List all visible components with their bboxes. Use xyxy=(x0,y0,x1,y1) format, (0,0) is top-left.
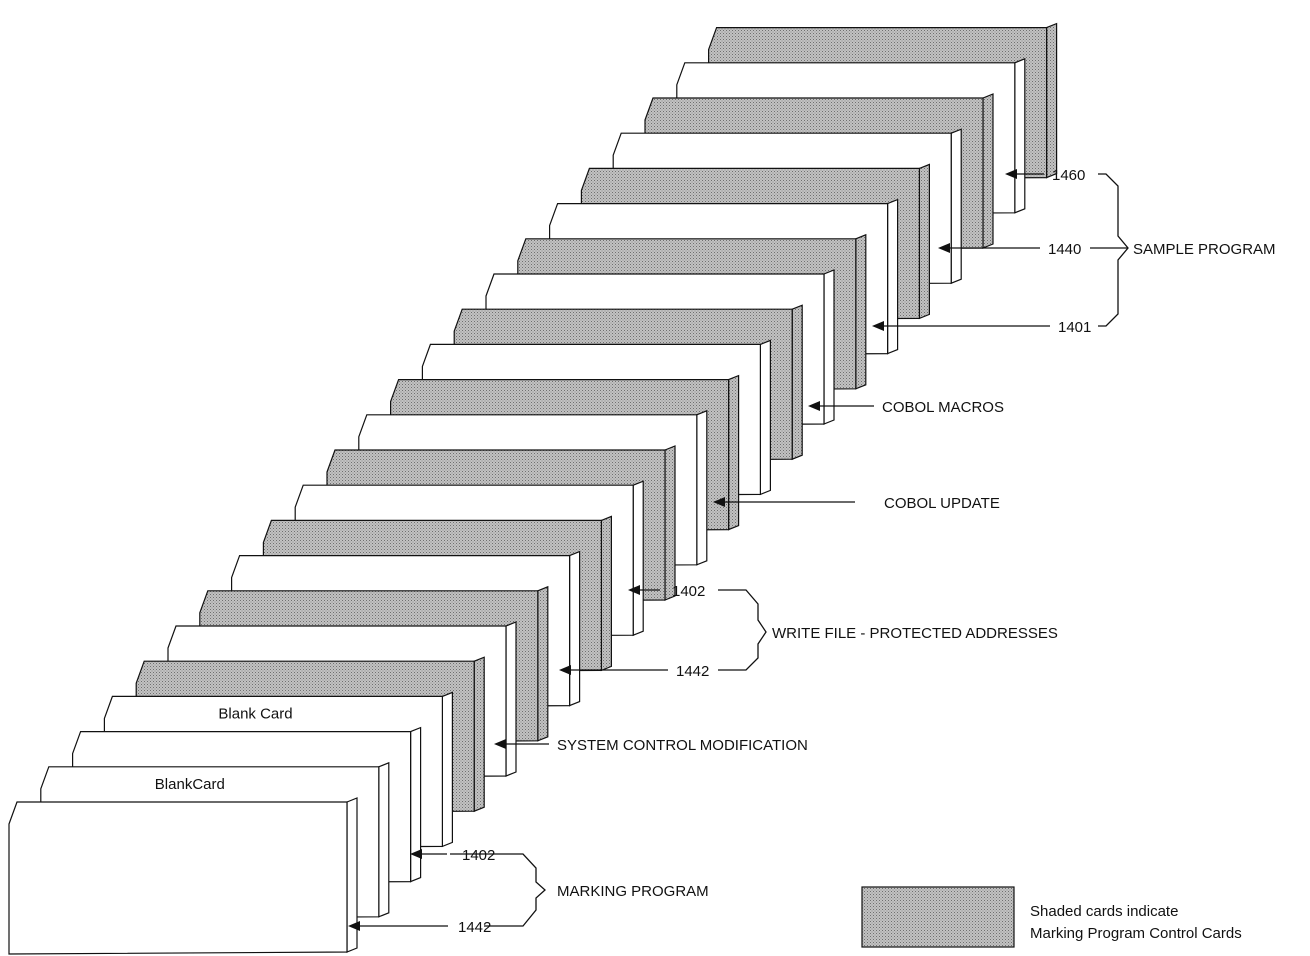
card-edge xyxy=(1045,22,1058,179)
write-file-group xyxy=(559,585,767,675)
sample-1460-code: 1460 xyxy=(1052,167,1085,184)
card-edge xyxy=(537,585,549,742)
cobol-macros-arrow xyxy=(808,401,874,411)
legend-line-1: Shaded cards indicate xyxy=(1030,903,1178,920)
cobol-update-label: COBOL UPDATE xyxy=(884,495,1000,512)
card-edge xyxy=(378,761,390,918)
card xyxy=(8,797,358,955)
system-control-arrow xyxy=(494,739,549,749)
card-edge xyxy=(727,374,740,531)
system-control-label: SYSTEM CONTROL MODIFICATION xyxy=(557,737,808,754)
card-edge xyxy=(568,550,581,707)
card-face xyxy=(8,801,348,955)
card-edge xyxy=(950,128,962,285)
card-edge xyxy=(823,269,835,425)
write-file-1442-code: 1442 xyxy=(676,663,709,680)
marking-1402-code: 1402 xyxy=(462,847,495,864)
card-edge xyxy=(696,409,708,566)
card-edge xyxy=(600,515,613,672)
card-edge xyxy=(410,726,422,883)
cobol-macros-label: COBOL MACROS xyxy=(882,399,1004,416)
card-label: Blank Card xyxy=(218,705,292,722)
card-edge xyxy=(1014,57,1026,214)
write-file-1402-code: 1402 xyxy=(672,583,705,600)
card-edge xyxy=(473,656,485,813)
card-edge xyxy=(664,445,676,601)
card-label: BlankCard xyxy=(155,776,225,793)
sample-1440-code: 1440 xyxy=(1048,241,1081,258)
card-edge xyxy=(982,93,994,249)
card-edge xyxy=(441,691,453,848)
card-edge xyxy=(632,480,644,637)
marking-1442-code: 1442 xyxy=(458,919,491,936)
marking-program-label: MARKING PROGRAM xyxy=(557,883,709,900)
legend-line-2: Marking Program Control Cards xyxy=(1030,925,1242,942)
card-edge xyxy=(886,198,899,355)
annotations xyxy=(348,169,1129,931)
card-edge xyxy=(918,163,931,320)
cobol-update-arrow xyxy=(713,497,855,507)
legend-shaded-swatch xyxy=(861,886,1015,948)
card-edge xyxy=(759,339,772,496)
sample-program-group xyxy=(872,169,1129,331)
card-edge xyxy=(505,621,517,777)
write-file-label: WRITE FILE - PROTECTED ADDRESSES xyxy=(772,625,1058,642)
card-edge xyxy=(791,304,803,461)
card-edge xyxy=(855,233,867,390)
legend: Shaded cards indicate Marking Program Co… xyxy=(861,886,1242,948)
sample-1401-code: 1401 xyxy=(1058,319,1091,336)
marking-program-group xyxy=(348,849,546,931)
sample-program-label: SAMPLE PROGRAM xyxy=(1133,241,1276,258)
